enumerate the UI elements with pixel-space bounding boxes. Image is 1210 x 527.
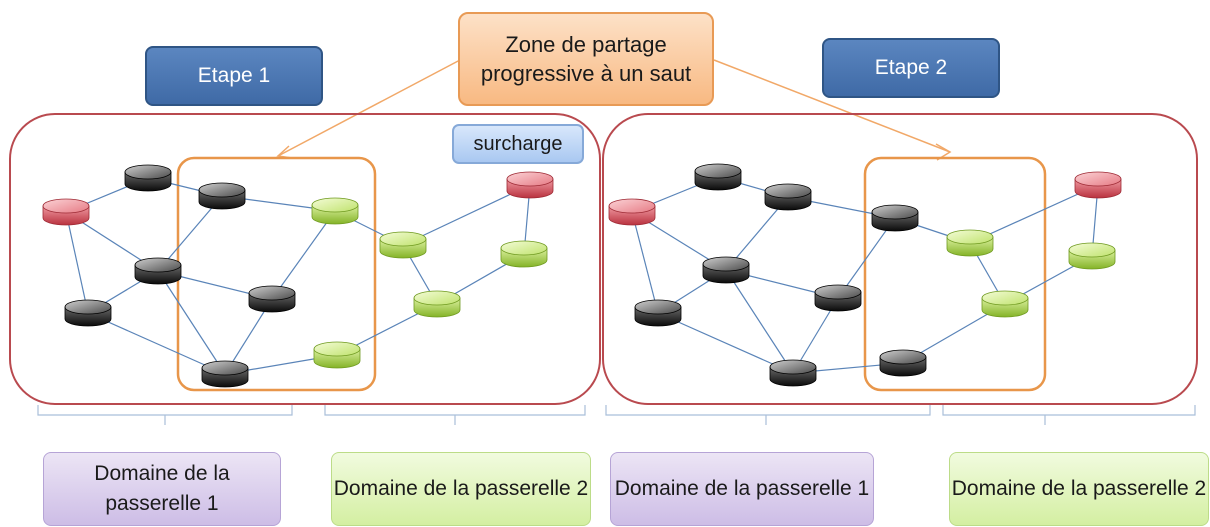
black-node: [198, 182, 246, 210]
red-node: [1074, 171, 1122, 199]
green-node: [500, 240, 548, 268]
red-node: [608, 198, 656, 226]
green-node: [379, 231, 427, 259]
black-node: [871, 204, 919, 232]
domain-brackets: [37, 405, 1196, 425]
black-node: [634, 299, 682, 327]
green-node: [313, 341, 361, 369]
etape1-label: Etape 1: [145, 46, 323, 106]
black-node: [764, 183, 812, 211]
red-node: [42, 198, 90, 226]
network-nodes: [42, 163, 1122, 388]
arrow-left: [277, 59, 461, 157]
black-node: [201, 360, 249, 388]
green-node: [311, 197, 359, 225]
panel-etape1: [9, 113, 601, 405]
green-node: [946, 229, 994, 257]
green-node: [413, 290, 461, 318]
surcharge-label: surcharge: [452, 124, 584, 164]
red-node: [506, 171, 554, 199]
etape2-label: Etape 2: [822, 38, 1000, 98]
arrow-right: [713, 59, 951, 153]
black-node: [64, 299, 112, 327]
domaine-passerelle1-left: Domaine de la passerelle 1: [43, 452, 281, 526]
bracket-domaine2-left: [324, 405, 586, 425]
panel-etape2: [602, 113, 1198, 405]
sharing-zone-label: Zone de partage progressive à un saut: [458, 12, 714, 106]
black-node: [248, 285, 296, 313]
black-node: [769, 359, 817, 387]
domaine-passerelle1-right: Domaine de la passerelle 1: [610, 452, 874, 526]
black-node: [694, 163, 742, 191]
sharing-zone-etape2: [863, 156, 1047, 392]
green-node: [981, 290, 1029, 318]
bracket-domaine2-right: [942, 405, 1196, 425]
black-node: [702, 256, 750, 284]
black-node: [124, 164, 172, 192]
bracket-domaine1-right: [605, 405, 931, 425]
bracket-domaine1-left: [37, 405, 293, 425]
black-node: [814, 284, 862, 312]
green-node: [1068, 242, 1116, 270]
domaine-passerelle2-left: Domaine de la passerelle 2: [331, 452, 591, 526]
domaine-passerelle2-right: Domaine de la passerelle 2: [949, 452, 1209, 526]
black-node: [879, 349, 927, 377]
black-node: [134, 257, 182, 285]
